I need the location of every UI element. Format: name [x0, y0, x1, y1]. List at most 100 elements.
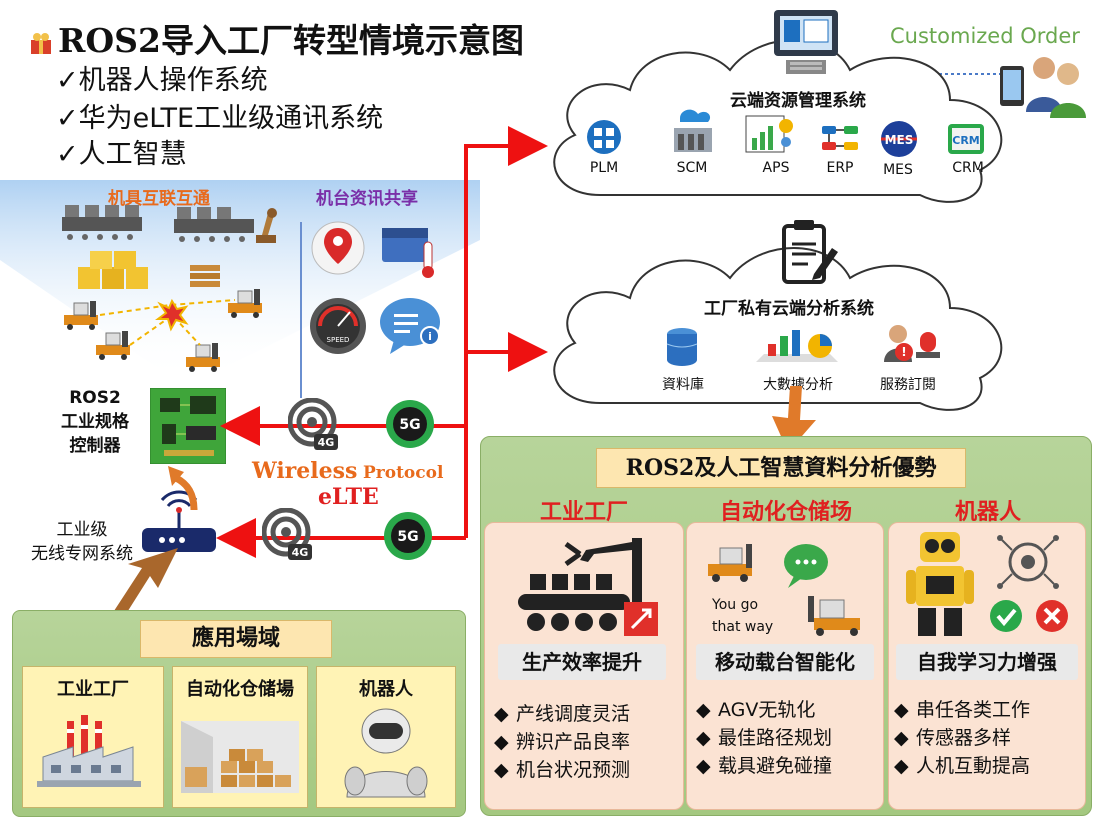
brown-arrow-up: [112, 548, 178, 614]
scene-label-factory: 工业工厂: [57, 679, 129, 700]
warehouse-icon: [181, 721, 299, 793]
erp-icon: [822, 126, 858, 150]
svg-text:!: !: [901, 345, 906, 359]
computer-screen-icon: [774, 10, 838, 74]
speech-line1: You go: [712, 597, 759, 613]
aps-icon: [745, 115, 793, 153]
agv-communication-icon: [708, 544, 860, 636]
speech-text: You go that way: [712, 594, 773, 638]
label-machine-interconnect: 机具互联互通: [108, 189, 210, 209]
feature-item: ◆传感器多样: [894, 727, 1012, 749]
wireless-label-line1: 工业级: [56, 520, 108, 540]
scene-label-robot: 机器人: [359, 679, 413, 700]
feature-item: ◆辨识产品良率: [494, 731, 631, 753]
production-line-icon: [518, 538, 658, 636]
clipboard-edit-icon: [782, 220, 838, 284]
5g-text: 5G: [397, 529, 418, 545]
sub-header-robot: 自我学习力增强: [896, 644, 1078, 680]
protocol-label: Wireless Protocol: [252, 458, 443, 484]
4g-text: 4G: [318, 436, 335, 449]
advantages-header: ROS2及人工智慧資料分析優勢: [596, 448, 966, 488]
robot-ai-icon: [906, 532, 1068, 636]
feature-item: ◆人机互動提高: [894, 755, 1031, 777]
info-chat-icon: i: [380, 298, 440, 354]
service-subscription-icon: !: [884, 325, 940, 362]
controller-label: ROS2 工业规格 控制器: [40, 386, 150, 458]
crm-icon: CRM: [948, 124, 984, 154]
protocol-wireless: Wireless: [252, 458, 358, 484]
factory-scene-illustration: [62, 205, 277, 372]
crm-icon-text: CRM: [952, 134, 980, 147]
protocol-elte: eLTE: [318, 484, 379, 510]
svg-text:i: i: [428, 330, 432, 343]
module-database: 資料庫: [662, 377, 704, 393]
feature-item: ◆载具避免碰撞: [696, 755, 833, 777]
cloud-private-analysis: [553, 247, 1003, 411]
map-pin-icon: [311, 221, 365, 275]
robot-arm-icon: [256, 208, 277, 243]
col-title-factory: 工业工厂: [539, 500, 628, 525]
scene-card-factory: 工业工厂: [22, 666, 164, 808]
factory-icon: [37, 715, 141, 787]
mes-icon-text: MES: [885, 133, 914, 147]
curved-arrow-up: [168, 466, 198, 511]
protocol-word: Protocol: [362, 463, 444, 483]
customized-order-label: Customized Order: [890, 24, 1080, 48]
feature-list-warehouse: ◆AGV无轨化 ◆最佳路径规划 ◆载具避免碰撞: [696, 696, 832, 780]
module-mes: MES: [883, 162, 913, 178]
cloud2-title: 工厂私有云端分析系统: [704, 299, 874, 319]
5g-badge-icon: 5G: [386, 400, 434, 448]
controller-label-line1: ROS2: [69, 388, 121, 408]
big-data-chart-icon: [756, 330, 838, 362]
5g-badge-icon: 5G: [384, 512, 432, 560]
4g-text: 4G: [292, 546, 309, 559]
gift-icon: [31, 33, 51, 54]
module-subscription: 服務訂閱: [880, 377, 936, 393]
feature-list-factory: ◆产线调度灵活 ◆辨识产品良率 ◆机台状况预测: [494, 700, 630, 784]
feature-item: ◆产线调度灵活: [494, 703, 631, 725]
feature-item: ◆机台状况预测: [494, 759, 631, 781]
agv-icon: [96, 331, 130, 360]
feature-item: ◆AGV无轨化: [696, 699, 816, 721]
conveyor-icon: [174, 207, 254, 242]
col-title-robot: 机器人: [954, 500, 1021, 525]
check-icon: [990, 600, 1022, 632]
agv-icon: [186, 343, 220, 372]
conveyor-icon: [62, 205, 142, 240]
bullet-ai: ✓人工智慧: [56, 139, 187, 170]
module-crm: CRM: [952, 160, 984, 176]
5g-text: 5G: [399, 417, 420, 433]
sub-header-warehouse: 移动载台智能化: [696, 644, 874, 680]
speed-text: SPEED: [327, 336, 350, 344]
orange-arrow-down: [772, 386, 816, 452]
4g-signal-icon: 4G: [262, 508, 312, 560]
agv-icon: [228, 289, 262, 318]
bullet-elte: ✓华为eLTE工业级通讯系统: [56, 103, 384, 134]
scm-icon: [674, 109, 712, 152]
controller-label-line2: 工业规格: [61, 412, 129, 432]
controller-label-line3: 控制器: [69, 436, 121, 456]
machine-info-icons: SPEED i: [310, 221, 440, 354]
boxes-icon: [78, 251, 148, 289]
bullet-ros: ✓机器人操作系统: [56, 65, 268, 96]
cross-icon: [1036, 600, 1068, 632]
module-erp: ERP: [826, 160, 854, 176]
agv-icon: [64, 301, 98, 330]
scenes-header: 應用場域: [140, 620, 332, 658]
scene-label-warehouse: 自动化仓储場: [186, 679, 294, 700]
pallet-stack-icon: [190, 265, 220, 287]
plm-icon: [587, 120, 621, 154]
collision-icon: [155, 298, 189, 332]
title-text: ROS2导入工厂转型情境示意图: [58, 21, 524, 60]
wireless-label-line2: 无线专网系统: [31, 544, 133, 564]
module-plm: PLM: [589, 160, 619, 176]
cloud1-title: 云端资源管理系统: [730, 91, 866, 111]
module-scm: SCM: [676, 160, 708, 176]
humanoid-robot-icon: [344, 708, 428, 798]
battery-temperature-icon: [382, 228, 434, 278]
label-machine-info-share: 机台资讯共享: [316, 189, 418, 209]
sub-header-factory: 生产效率提升: [498, 644, 666, 680]
speedometer-icon: SPEED: [310, 298, 366, 354]
database-icon: [666, 328, 698, 366]
speech-line2: that way: [712, 619, 774, 635]
